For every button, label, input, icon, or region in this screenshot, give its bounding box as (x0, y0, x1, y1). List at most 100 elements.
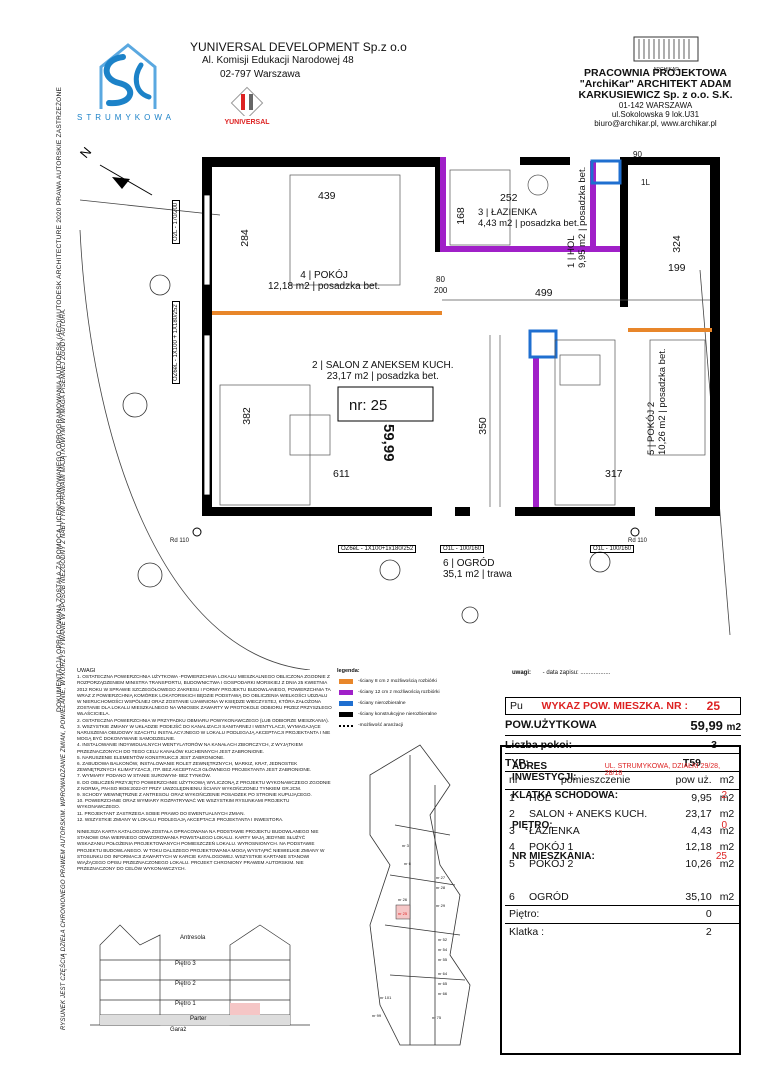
dim-382: 382 (240, 407, 253, 425)
archikar-logo: ARCHIKAR (633, 36, 699, 73)
summary-table: Pu WYKAZ POW. MIESZKA. NR : 25 POW.UŻYTK… (505, 697, 741, 940)
pietro-value: 0 (721, 820, 727, 831)
legend-item-konstrukcyjne: -ściany konstrukcyjne nierozbieralne (337, 709, 507, 720)
note-12: 12. WSZYSTKIE ZMIANY W LOKALU PODLEGAJĄ … (77, 816, 284, 822)
developer-address2: 02-797 Warszawa (220, 69, 301, 80)
site-label: nr 3 (402, 843, 409, 848)
pow-value: 59,99 (690, 717, 723, 733)
dim-317: 317 (605, 468, 623, 480)
notes-block: UWAGI 1. OSTATECZNA POWIERZCHNIA UŻYTKOW… (77, 668, 332, 873)
dim-80: 80 (436, 275, 445, 284)
site-label: nr 99 (372, 1013, 382, 1018)
pow-label: POW.UŻYTKOWA (505, 719, 597, 731)
legend-item-nierozbieralne: -ściany nierozbieralne (337, 698, 507, 709)
site-label: nr 52 (438, 937, 448, 942)
note-5: 5. NARUSZENIE ELEMENTÓW KONSTRUKCJI JEST… (77, 754, 225, 760)
door-label: 1L (641, 178, 650, 187)
site-label: nr 27 (436, 875, 446, 880)
note-1: 1. OSTATECZNA POWIERZCHNIA UŻYTKOWA -POW… (77, 674, 332, 717)
dim-350: 350 (476, 417, 489, 435)
developer-name: YUNIVERSAL DEVELOPMENT Sp.z o.o (190, 40, 407, 54)
yuniversal-logo-text: YUNIVERSAL (224, 119, 270, 126)
notes-title: UWAGI (77, 668, 96, 674)
pietro-row: Piętro:0 (505, 905, 741, 924)
architect-line4: 01-142 WARSZAWA (618, 101, 693, 110)
note-6: 6. ZABUDOWA BALKONÓW, INSTALOWANIE ROLET… (77, 761, 312, 773)
address-box: ADRES INWESTYCJI:UL. STRUMYKOWA, DZIAŁKI… (500, 745, 741, 1055)
yuniversal-logo: YUNIVERSAL (222, 82, 272, 127)
pow-unit: m2 (726, 721, 741, 733)
note-2: 2. OSTATECZNA POWIERZCHNIA W PRZYPADKU O… (77, 717, 329, 723)
dim-324: 324 (670, 235, 683, 253)
architect-line2: "ArchiKar" ARCHITEKT ADAM (579, 78, 732, 90)
room-pokoj2: 5 | POKÓJ 2 10,26 m2 | posadzka bet. (646, 348, 668, 455)
site-plan: nr 3 nr 6 nr 27 nr 28 nr 25 nr 26 nr 29 … (340, 725, 495, 1055)
legend-item-12cm: -ściany 12 cm z możliwością rozbiórki (337, 687, 507, 698)
typ-label: TYP: (505, 756, 529, 769)
room-hol: 1 | HOL 9,95 m2 | posadzka bet. (566, 166, 588, 268)
dim-284: 284 (238, 229, 251, 247)
legend-item-aranzacja: -możliwość aranżacji (337, 720, 507, 731)
architect-line6: biuro@archikar.pl, www.archikar.pl (594, 119, 717, 128)
note-8: 8. DO OBLICZEŃ PRZYJĘTO POWIERZCHNIE UŻY… (77, 779, 331, 791)
dim-199: 199 (668, 262, 686, 274)
developer-address1: Al. Komisji Edukacji Narodowej 48 (202, 55, 354, 66)
klatka-row: Klatka :2 (505, 923, 741, 940)
note-7: 7. WYMIARY PODANO W STANIE SUROWYM- BEZ … (77, 773, 211, 779)
uwagi-label: uwagi: - data zapisu: .................. (512, 670, 611, 676)
adres-value: UL. STRUMYKOWA, DZIAŁKI 29/28, 28/18 (604, 763, 721, 777)
note-11: 11. PROJEKTANT ZASTRZEGA SOBIE PRAWO DO … (77, 810, 245, 816)
rooms-table-header: nr pomieszczenie pow uż. m2 (505, 772, 741, 789)
developer-info: YUNIVERSAL DEVELOPMENT Sp.z o.o Al. Komi… (190, 40, 407, 82)
site-label: nr 55 (438, 957, 448, 962)
window-label-5: OZ6eL - 1X100 + 1X180/252 (172, 301, 180, 384)
site-label: nr 29 (436, 903, 446, 908)
architect-line5: ul.Sokolowska 9 lok.U31 (611, 110, 700, 119)
typ-value: T59 (682, 756, 701, 769)
room-pokoj: 4 | POKÓJ 12,18 m2 | posadzka bet. (268, 270, 381, 292)
strumykowa-logo (83, 37, 188, 127)
window-label-2: O1L - 100/160 (440, 545, 485, 553)
note-3: 3. WSZYSTKIE ZMIANY W UKŁADZIE PODEJŚĆ D… (77, 723, 331, 742)
window-label-3: O1L - 100/160 (590, 545, 635, 553)
klatka-label: KLATKA SCHODOWA: (512, 790, 619, 801)
rd-left: Rd 110 (170, 538, 189, 544)
unit-stamp: nr: 25 59,99 (343, 390, 433, 462)
dim-168: 168 (454, 207, 467, 225)
site-label: nr 54 (438, 947, 448, 952)
wykaz-nr: 25 (706, 699, 720, 713)
brand-name: STRUMYKOWA (77, 113, 175, 122)
site-label-current: nr 25 (398, 911, 408, 916)
note-9: 9. SCHODY WEWNĘTRZNE Z ANTRESOLI ORAZ WY… (77, 792, 312, 798)
note-10: 10. POWIERZCHNIE ORAZ WYMIARY ROZPATRYWA… (77, 798, 290, 810)
stamp-area: 59,99 (380, 424, 397, 462)
room-ogrod: 6 | OGRÓD 35,1 m2 | trawa (443, 558, 512, 580)
section-p3: Piętro 3 (175, 961, 196, 967)
site-label: nr 6 (404, 861, 411, 866)
dim-252: 252 (500, 192, 518, 204)
dim-90: 90 (633, 150, 642, 159)
legend-title: legenda: (337, 668, 360, 674)
floor-plan: N (60, 135, 750, 709)
dim-611: 611 (333, 468, 350, 480)
window-label-1: OZ6eL - 1X100+1x180/252 (338, 545, 417, 553)
section-parter: Parter (190, 1016, 207, 1022)
legend: legenda: -ściany 8 cm z możliwością rozb… (337, 668, 507, 731)
site-label: nr 26 (398, 897, 408, 902)
note-disclaimer: NINIEJSZA KARTA KATALOGOWA ZOSTAŁA OPRAC… (77, 829, 325, 872)
nr-label: NR MIESZKANIA: (512, 851, 595, 862)
architect-line3: KARKUSIEWICZ Sp. z o.o. S.K. (578, 89, 733, 101)
stamp-nr: nr: 25 (349, 397, 388, 414)
pu-label: Pu (510, 700, 523, 712)
section-p2: Piętro 2 (175, 981, 196, 987)
nr-value: 25 (715, 851, 727, 862)
section-garaz: Garaż (170, 1027, 187, 1033)
klatka-value: 2 (721, 790, 727, 801)
